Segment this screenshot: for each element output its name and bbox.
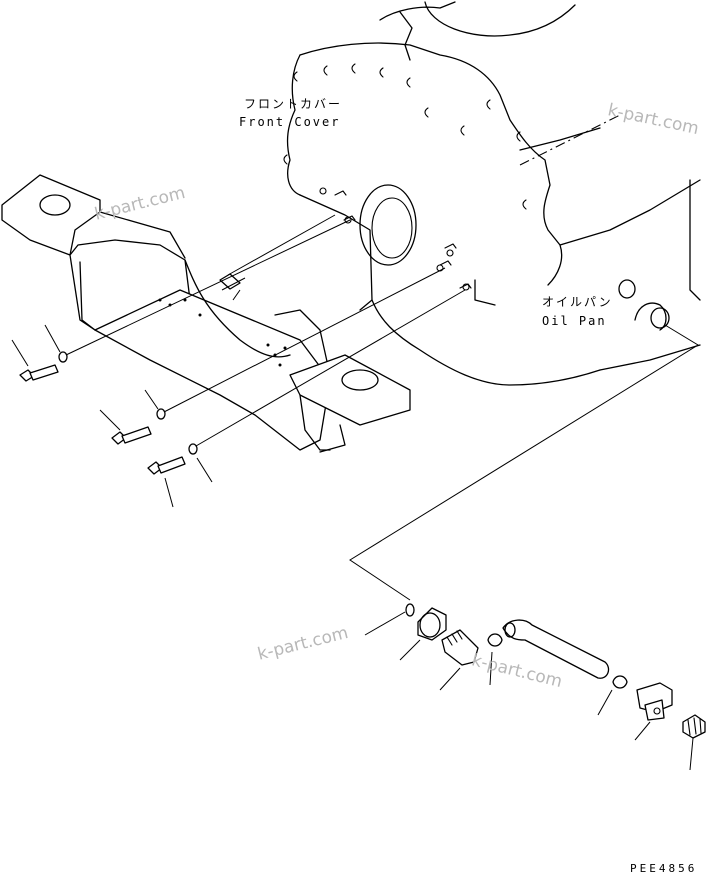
drain-line-assembly (349, 324, 706, 771)
drawing-code: PEE4856 (630, 862, 698, 875)
front-cover-label-en: Front Cover (239, 115, 341, 129)
engine-block (283, 1, 701, 386)
bolt-lower (147, 289, 466, 508)
front-support-bracket (1, 174, 411, 453)
dowel-pin (219, 214, 336, 301)
oil-pan-label-en: Oil Pan (542, 314, 607, 328)
oil-pan-label-jp: オイルパン (542, 295, 613, 309)
front-cover-label-jp: フロントカバー (244, 97, 343, 111)
bolt-middle (99, 267, 446, 445)
bolt-upper (11, 219, 351, 382)
